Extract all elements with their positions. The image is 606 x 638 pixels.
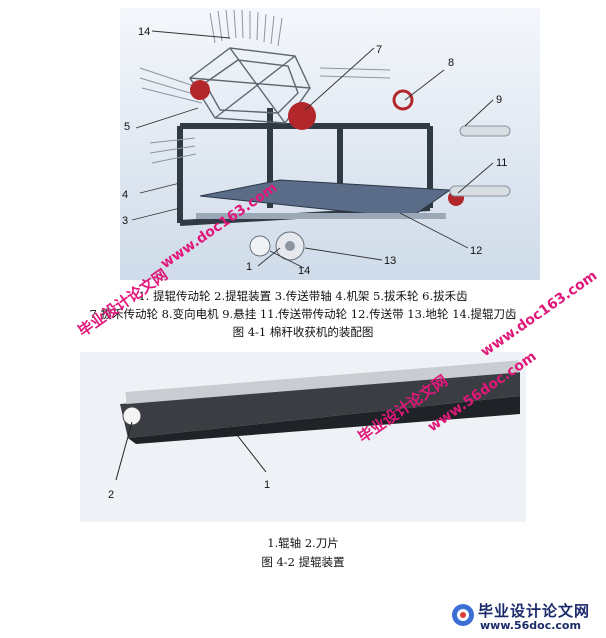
- callout-8: 8: [448, 57, 454, 69]
- reel: [189, 47, 311, 124]
- figure1-legend-line2: 7.拔禾传动轮 8.变向电机 9.悬挂 11.传送带传动轮 12.传送带 13.…: [89, 307, 517, 321]
- harvester-drawing: 14 7 8 9 5 11 4 3 12 1 14 13: [120, 8, 540, 280]
- callout-numbers: 14 7 8 9 5 11 4 3 12 1 14 13: [122, 26, 507, 277]
- figure1-legend-line1: 1. 提辊传动轮 2.提辊装置 3.传送带轴 4.机架 5.拔禾轮 6.拔禾齿: [138, 289, 468, 303]
- reversing-motor: [392, 89, 414, 111]
- callout-3: 3: [122, 215, 128, 227]
- callout-13: 13: [384, 255, 396, 267]
- reel-tines: [139, 9, 391, 164]
- callout-2: 2: [108, 489, 114, 501]
- reel-transmission-wheel: [288, 102, 316, 130]
- callout-9: 9: [496, 94, 502, 106]
- brand-icon: [452, 604, 474, 626]
- callout-5: 5: [124, 121, 130, 133]
- roller-cutter-wheel: [249, 235, 271, 257]
- callout-14: 14: [298, 265, 310, 277]
- figure-harvester-assembly: 14 7 8 9 5 11 4 3 12 1 14 13: [120, 8, 540, 280]
- callout-11: 11: [496, 157, 507, 169]
- reel-drive-wheel: [190, 80, 210, 100]
- hitch-lower: [449, 185, 511, 197]
- callout-7: 7: [376, 44, 382, 56]
- callout-1: 1: [246, 261, 252, 273]
- callout-1: 1: [264, 479, 270, 491]
- callout-12: 12: [470, 245, 482, 257]
- leader-lines: [131, 30, 494, 269]
- roller-shaft-end: [122, 406, 142, 426]
- callout-4: 4: [122, 189, 128, 201]
- hitch: [459, 125, 511, 137]
- brand-name: 毕业设计论文网: [478, 602, 591, 620]
- brand-logo: 毕业设计论文网 www.56doc.com: [450, 600, 600, 634]
- roller-drawing: 2 1: [80, 352, 526, 522]
- figure-roller-device: 2 1: [80, 352, 526, 522]
- ground-wheel-hub: [285, 241, 295, 251]
- roller-leader-lines: [115, 421, 267, 481]
- callout-6: 14: [138, 26, 150, 38]
- blade-edge: [128, 396, 520, 444]
- roller-shaft: [125, 360, 520, 404]
- figure1-caption: 图 4-1 棉秆收获机的装配图: [232, 325, 374, 339]
- brand-url: www.56doc.com: [480, 619, 581, 632]
- blade: [120, 372, 520, 438]
- belt-shaft: [196, 213, 446, 219]
- figure2-caption: 图 4-2 提辊装置: [261, 555, 345, 569]
- figure2-legend: 1.辊轴 2.刀片: [267, 536, 339, 550]
